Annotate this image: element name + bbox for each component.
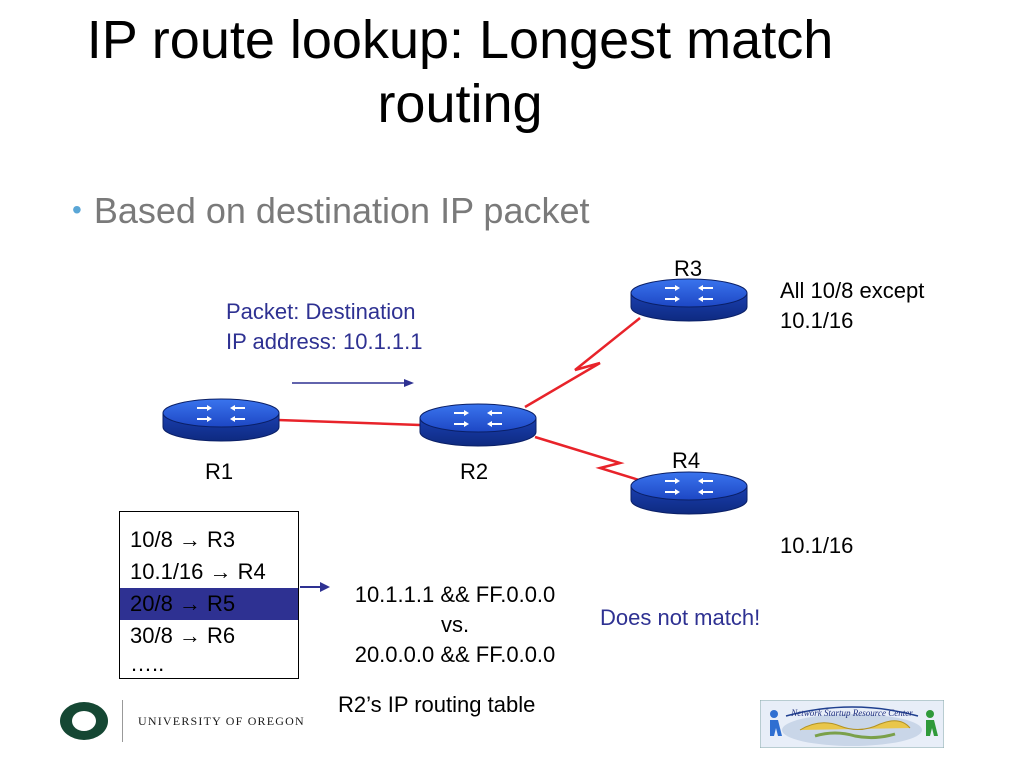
link-r2-r3 xyxy=(524,317,641,409)
comparison-line-3: 20.0.0.0 && FF.0.0.0 xyxy=(354,642,556,667)
table-row: 10/8 → R3 xyxy=(130,527,236,552)
router-label-r4: R4 xyxy=(672,448,701,473)
router-label-r1: R1 xyxy=(205,459,234,484)
comparison-line-2: vs. xyxy=(440,612,470,637)
router-r4-icon xyxy=(630,471,748,515)
bullet-point: • Based on destination IP packet xyxy=(72,190,590,232)
packet-label: Packet: Destination IP address: 10.1.1.1 xyxy=(226,297,423,357)
router-r2-icon xyxy=(419,403,537,447)
r3-note-line-1: All 10/8 except xyxy=(780,278,925,303)
packet-arrow-head xyxy=(404,379,414,387)
router-r3-icon xyxy=(630,278,748,322)
packet-label-line-1: Packet: Destination xyxy=(226,299,416,324)
lookup-arrow-head xyxy=(320,582,330,592)
nsrc-logo-text: Network Startup Resource Center xyxy=(790,708,913,718)
r3-note: All 10/8 except 10.1/16 xyxy=(780,276,924,336)
link-r1-r2 xyxy=(277,418,421,427)
slide-title: IP route lookup: Longest match routing xyxy=(86,10,834,134)
table-row: 10.1/16 → R4 xyxy=(130,559,266,584)
router-r1-icon xyxy=(162,398,280,442)
packet-label-line-2: IP address: 10.1.1.1 xyxy=(226,329,423,354)
table-row: 30/8 → R6 xyxy=(130,623,236,648)
bullet-dot-icon: • xyxy=(72,194,82,225)
routing-table-caption: R2’s IP routing table xyxy=(338,692,536,717)
router-label-r2: R2 xyxy=(460,459,489,484)
router-label-r3: R3 xyxy=(674,256,703,281)
table-row-highlighted: 20/8 → R5 xyxy=(120,588,298,620)
r4-note: 10.1/16 xyxy=(780,533,854,558)
nsrc-logo-icon: Network Startup Resource Center xyxy=(760,700,944,748)
comparison-line-1: 10.1.1.1 && FF.0.0.0 xyxy=(354,582,556,607)
bullet-text: Based on destination IP packet xyxy=(93,190,590,231)
r3-note-line-2: 10.1/16 xyxy=(780,308,854,333)
table-row: ….. xyxy=(130,651,165,676)
link-r2-r4 xyxy=(534,435,669,491)
routing-table: 10/8 → R3 10.1/16 → R4 20/8 → R5 30/8 → … xyxy=(119,511,299,679)
university-name: UNIVERSITY OF OREGON xyxy=(138,714,305,728)
match-result: Does not match! xyxy=(600,605,761,630)
uo-logo-icon xyxy=(60,702,108,740)
comparison-text: 10.1.1.1 && FF.0.0.0 vs. 20.0.0.0 && FF.… xyxy=(320,580,590,670)
logo-divider xyxy=(122,700,123,742)
